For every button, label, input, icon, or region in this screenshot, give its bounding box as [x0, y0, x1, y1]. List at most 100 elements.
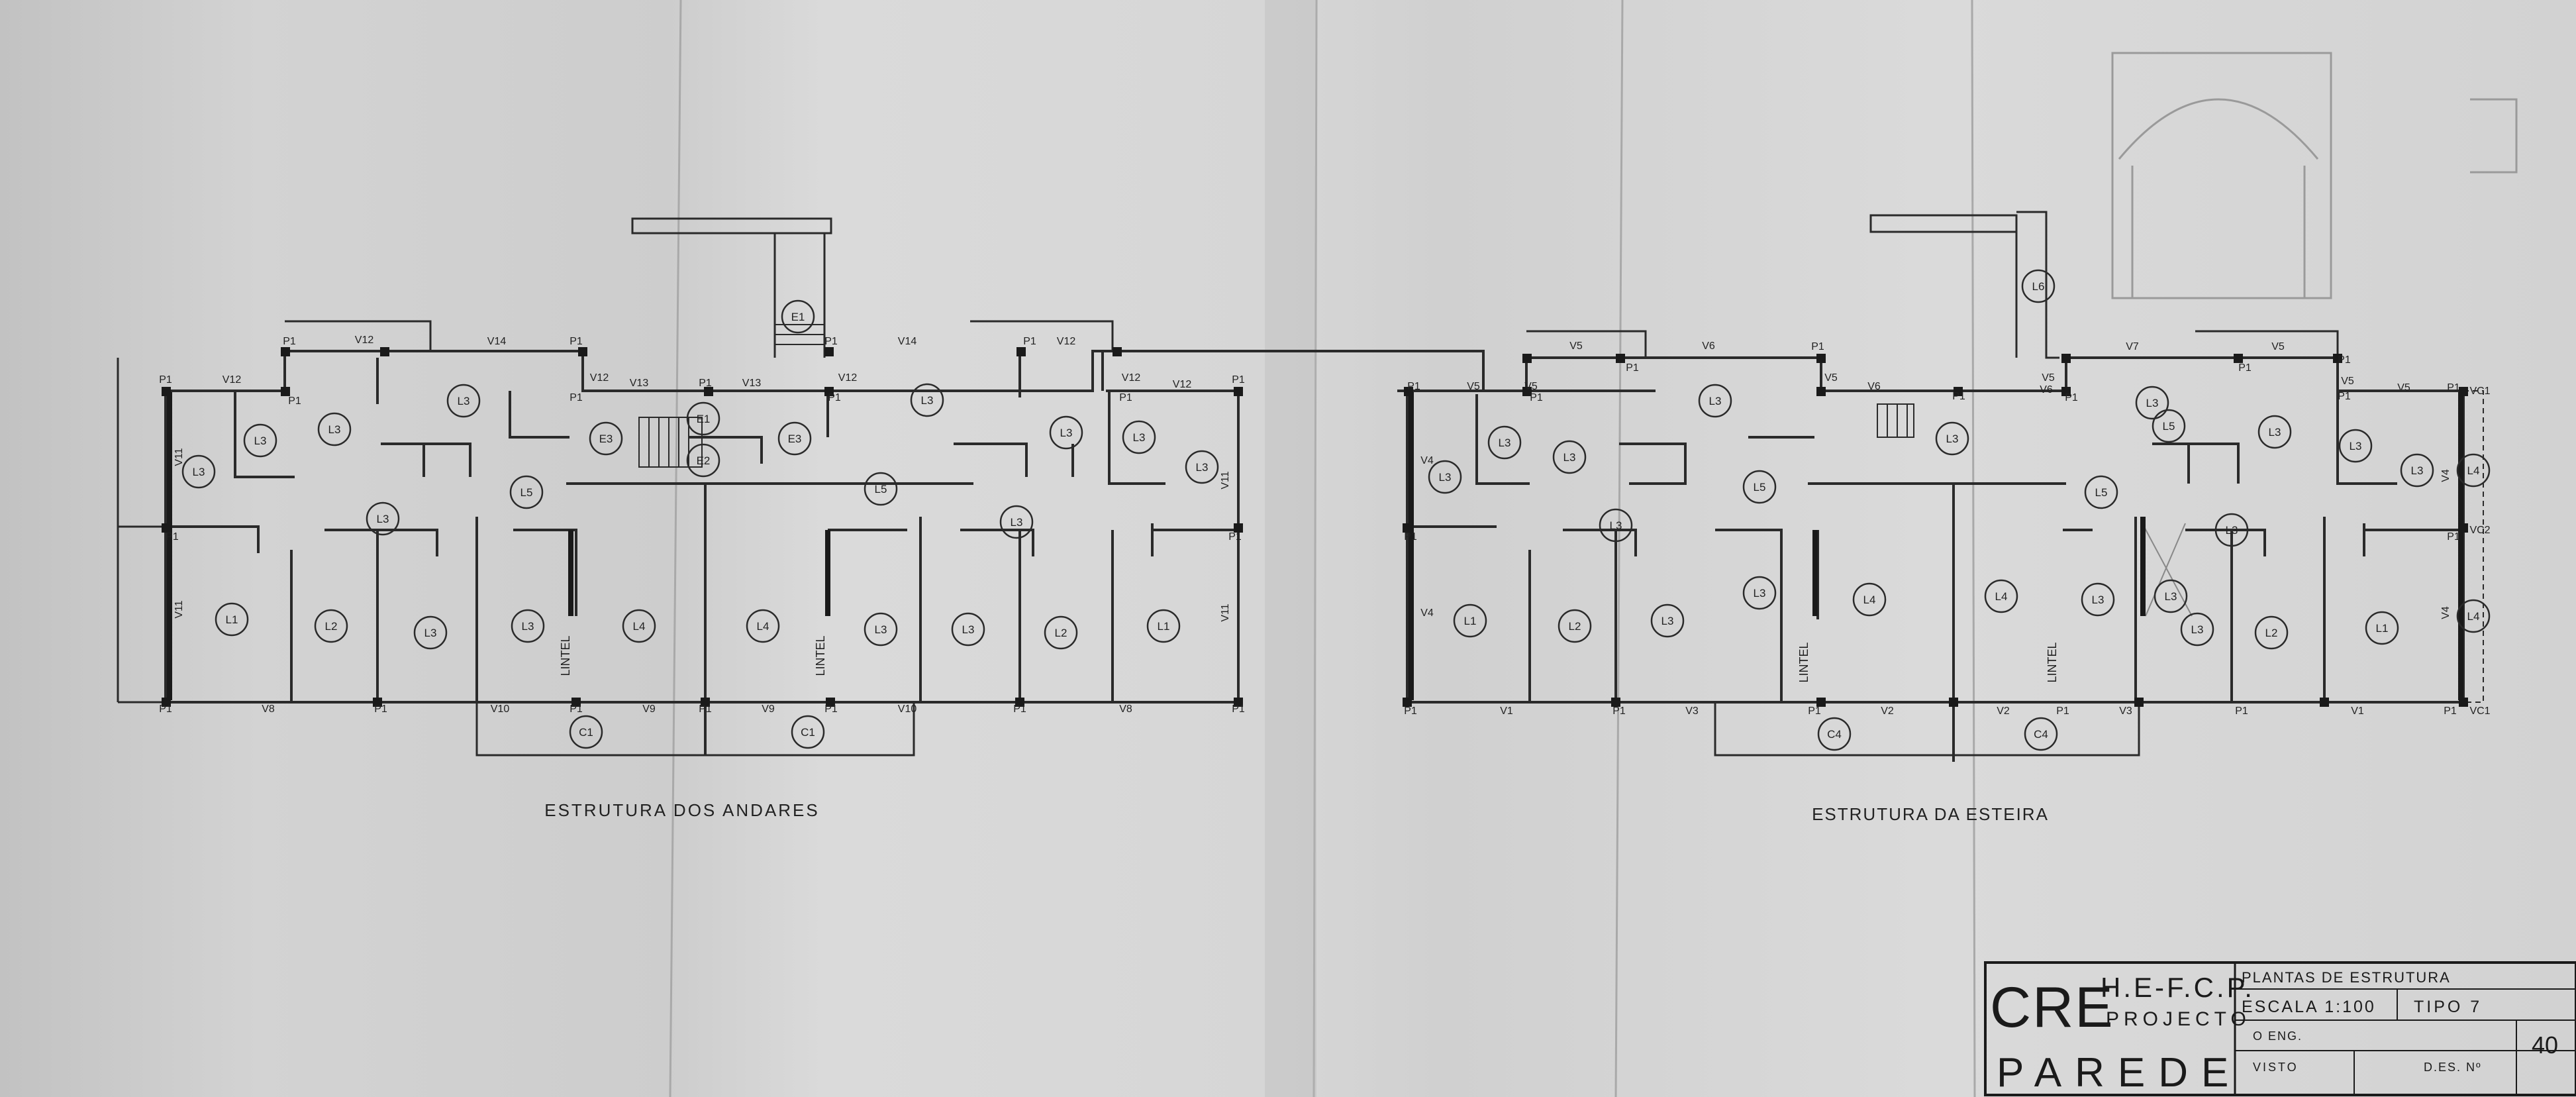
right-slab-label-l3: L3 [1709, 395, 1722, 407]
left-slab-label-l3: L3 [962, 623, 975, 636]
right-beam-label-v5: V5 [1524, 381, 1538, 392]
left-slab-label-l3: L3 [1133, 431, 1146, 444]
right-slab-marker [2135, 386, 2169, 420]
right-beam-label-v7: V7 [2126, 341, 2139, 352]
left-slab-marker [910, 383, 944, 417]
left-beam-label-v11: V11 [173, 448, 185, 466]
right-beam-label-vc1: VC1 [2469, 705, 2490, 717]
left-slab-label-l3: L3 [875, 623, 887, 636]
left-beam-label-p1: P1 [828, 392, 841, 403]
right-slab-label-l3: L3 [1499, 437, 1511, 449]
right-slab-label-l3: L3 [2226, 524, 2238, 537]
left-slab-marker [413, 615, 448, 650]
left-beam-label-v10: V10 [898, 704, 917, 715]
right-slab-label-l2: L2 [2265, 627, 2278, 639]
left-slab-label-e3: E3 [599, 433, 613, 445]
left-slab-label-l1: L1 [226, 613, 238, 626]
left-slab-marker [686, 443, 720, 478]
left-slab-label-c1: C1 [579, 726, 593, 739]
right-slab-label-l3: L3 [1661, 615, 1674, 627]
right-slab-label-l4: L4 [2467, 610, 2480, 623]
left-slab-label-l3: L3 [1060, 427, 1073, 439]
left-slab-marker [791, 715, 825, 749]
left-slab-marker [317, 412, 352, 446]
right-beam-label-lintel: LINTEL [2046, 642, 2059, 682]
right-slab-marker [1650, 603, 1685, 638]
left-slab-label-l3: L3 [254, 435, 267, 447]
left-slab-marker [509, 475, 544, 509]
right-beam-label-v4: V4 [1420, 455, 1434, 466]
right-beam-label-p1: P1 [2338, 354, 2351, 366]
left-slab-label-l3: L3 [1011, 516, 1023, 529]
left-slab-label-l3: L3 [424, 627, 437, 639]
right-slab-label-l1: L1 [2376, 622, 2389, 635]
left-beam-label-p1: P1 [288, 395, 301, 407]
right-plan-caption: ESTRUTURA DA ESTEIRA [1812, 804, 2049, 824]
right-slab-marker [1935, 421, 1969, 456]
right-beam-label-p1: P1 [2235, 705, 2248, 717]
left-beam-label-p1: P1 [159, 374, 172, 386]
left-beam-label-p1: P1 [1232, 374, 1245, 386]
right-slab-marker [2257, 415, 2292, 449]
right-beam-label-p1: P1 [1404, 531, 1417, 543]
right-slab-marker [2400, 453, 2434, 488]
left-slab-marker [215, 602, 249, 637]
left-beam-label-p1: P1 [1232, 704, 1245, 715]
left-slab-label-e2: E2 [697, 454, 711, 467]
left-slab-label-e1: E1 [697, 413, 711, 425]
right-slab-label-l5: L5 [1754, 481, 1766, 494]
right-beam-label-vc1: VC1 [2469, 386, 2490, 397]
right-beam-label-v6: V6 [1702, 340, 1715, 352]
left-beam-label-lintel: LINTEL [814, 635, 827, 676]
left-slab-label-l3: L3 [458, 395, 470, 407]
left-beam-label-p1: P1 [824, 704, 838, 715]
right-slab-label-l3: L3 [2350, 440, 2362, 452]
right-slab-marker [2254, 615, 2289, 650]
left-beam-label-v14: V14 [487, 336, 507, 347]
title-block-projecto: PROJECTO [2106, 1008, 2251, 1030]
left-beam-label-v13: V13 [742, 378, 762, 389]
left-slab-marker [1122, 420, 1156, 454]
left-beam-label-p1: P1 [1228, 531, 1242, 543]
right-beam-label-p1: P1 [2447, 382, 2460, 393]
left-plan-caption: ESTRUTURA DOS ANDARES [544, 800, 820, 820]
title-block-drawing-title: PLANTAS DE ESTRUTURA [2242, 969, 2451, 986]
left-beam-label-v9: V9 [762, 704, 775, 715]
left-slab-marker [1049, 415, 1083, 450]
left-slab-label-l4: L4 [633, 620, 646, 633]
right-slab-marker [1817, 717, 1852, 751]
left-slab-label-l3: L3 [193, 466, 205, 478]
left-slab-label-l3: L3 [1196, 461, 1209, 474]
left-beam-label-p1: P1 [159, 704, 172, 715]
left-slab-label-l5: L5 [520, 486, 533, 499]
left-beam-label-p1: P1 [824, 336, 838, 347]
left-slab-label-l3: L3 [377, 513, 389, 525]
left-slab-marker [999, 505, 1034, 539]
right-beam-label-v5: V5 [2042, 372, 2055, 384]
right-beam-label-v5: V5 [1467, 381, 1480, 392]
right-slab-marker [2081, 582, 2115, 617]
right-slab-label-l3: L3 [2269, 426, 2281, 439]
left-slab-label-l5: L5 [875, 483, 887, 496]
right-slab-marker [1742, 576, 1777, 610]
left-beam-label-p1: P1 [1023, 336, 1036, 347]
left-slab-marker [622, 609, 656, 643]
right-slab-marker [2338, 429, 2373, 463]
title-block-type: TIPO 7 [2414, 998, 2482, 1016]
right-slab-label-l3: L3 [2146, 397, 2159, 409]
left-slab-label-l1: L1 [1158, 620, 1170, 633]
right-beam-label-v3: V3 [1685, 705, 1699, 717]
left-beam-label-p1: P1 [1013, 704, 1026, 715]
right-slab-label-l6: L6 [2032, 280, 2045, 293]
right-beam-label-p1: P1 [2444, 705, 2457, 717]
right-slab-marker [2365, 611, 2399, 645]
right-beam-label-p1: P1 [2447, 531, 2460, 543]
left-beam-label-p1: P1 [699, 704, 712, 715]
right-slab-marker [1453, 603, 1487, 638]
left-slab-label-c1: C1 [801, 726, 815, 739]
left-beam-label-v12: V12 [1173, 379, 1192, 390]
left-slab-label-e1: E1 [791, 311, 805, 323]
left-beam-label-v8: V8 [1119, 704, 1132, 715]
